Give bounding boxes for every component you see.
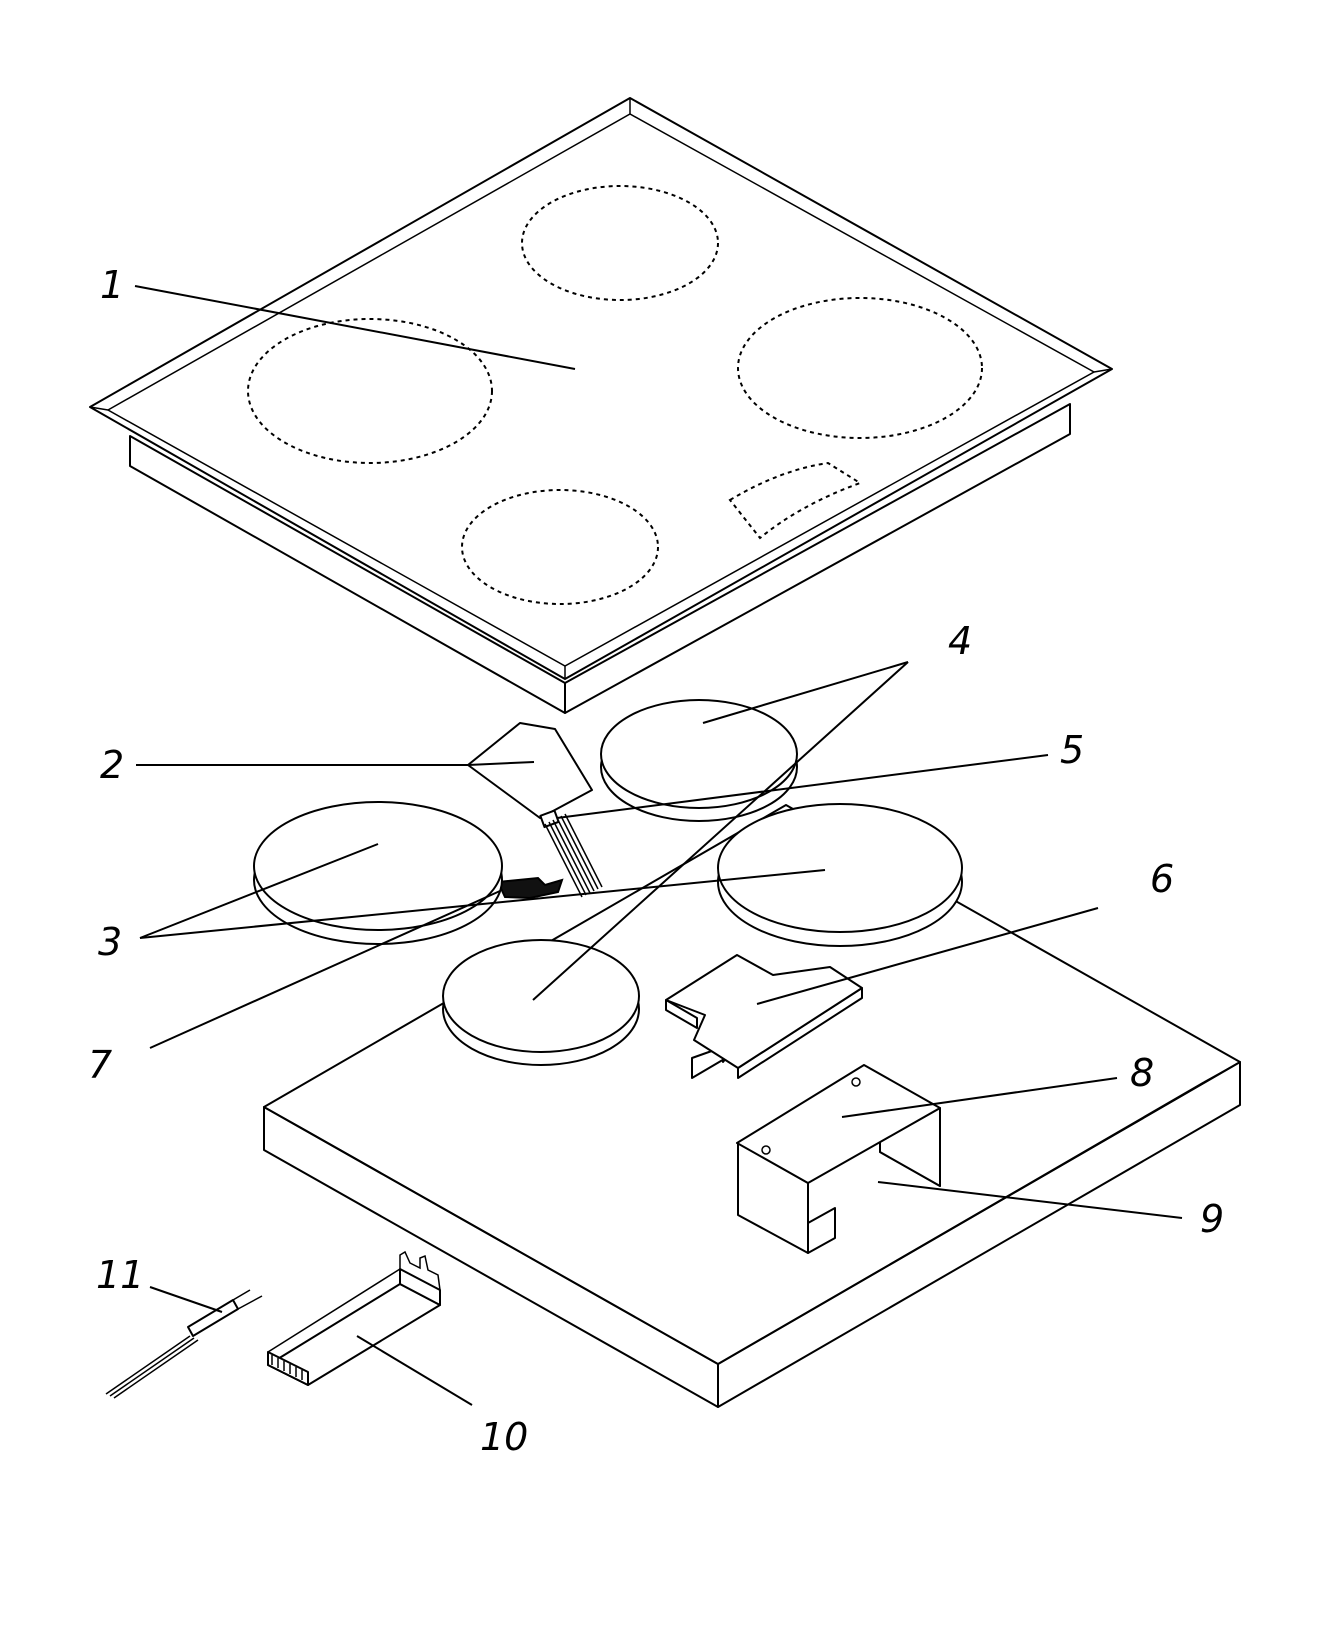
label-5: 5 — [1060, 728, 1084, 772]
cooktop-glass-plate — [89, 97, 1113, 714]
power-cable — [105, 1289, 263, 1399]
marked-zone-right — [737, 297, 983, 439]
label-2: 2 — [100, 743, 124, 787]
label-10: 10 — [480, 1415, 528, 1459]
leader-lines — [134, 285, 1183, 1406]
terminal-block — [267, 1250, 441, 1386]
marked-control-field — [728, 461, 863, 540]
lower-housing-tray — [263, 804, 1241, 1408]
heating-element-rear — [600, 699, 798, 822]
reference-numerals: 1 2 3 4 5 6 7 8 9 10 11 — [88, 263, 1224, 1459]
marked-zone-left — [247, 318, 493, 464]
heating-element-front — [442, 939, 640, 1066]
small-connector — [496, 876, 564, 900]
label-3: 3 — [98, 920, 122, 964]
control-board — [665, 954, 863, 1079]
label-9: 9 — [1200, 1197, 1224, 1241]
label-7: 7 — [88, 1043, 112, 1087]
sensor-board — [467, 722, 593, 819]
marked-zone-front — [461, 489, 659, 605]
mounting-bracket — [736, 1064, 941, 1254]
marked-zone-rear — [521, 185, 719, 301]
label-11: 11 — [96, 1253, 144, 1297]
heating-element-right — [717, 803, 963, 947]
label-4: 4 — [948, 619, 972, 663]
label-8: 8 — [1130, 1051, 1154, 1095]
sensor-connector — [539, 809, 603, 898]
label-6: 6 — [1150, 857, 1174, 901]
heating-element-left — [253, 801, 503, 945]
label-1: 1 — [100, 263, 124, 307]
